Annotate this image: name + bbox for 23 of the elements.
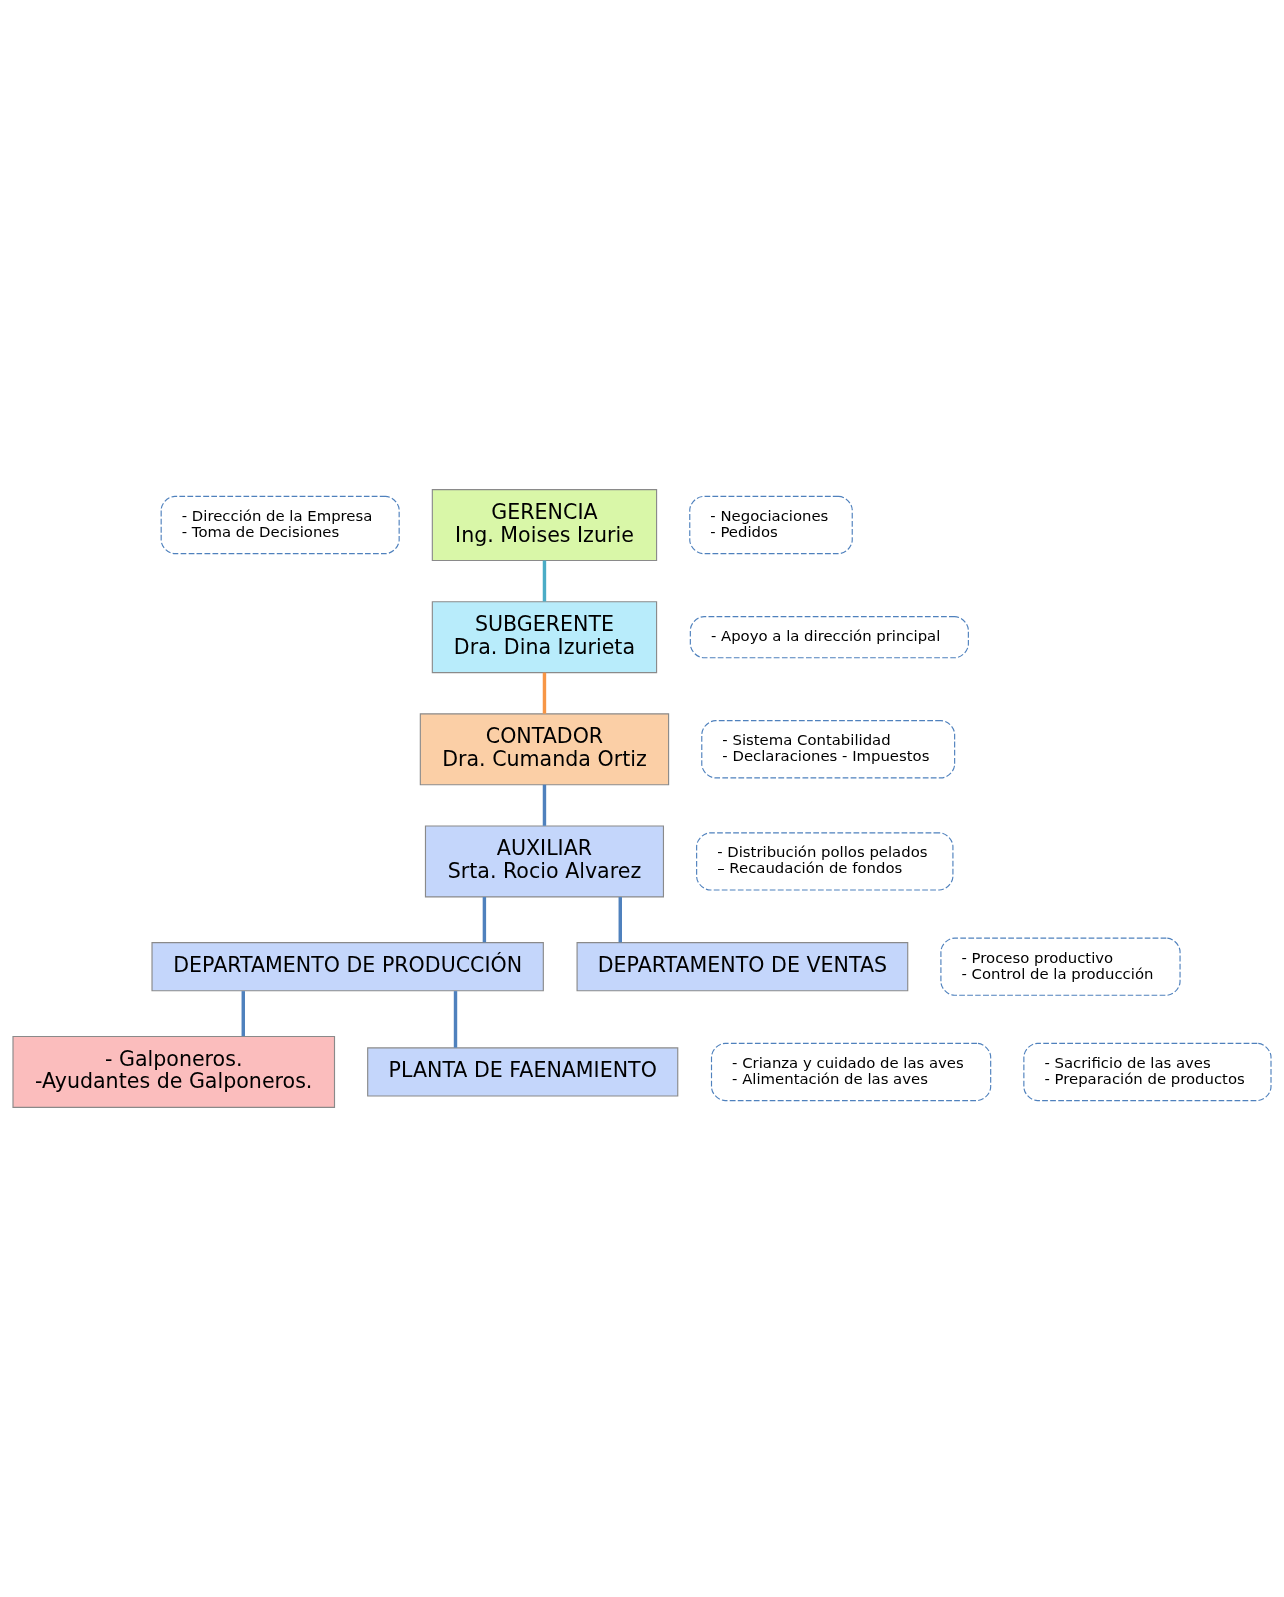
node-box: PLANTA DE FAENAMIENTO: [367, 1047, 679, 1097]
node-box: DEPARTAMENTO DE PRODUCCIÓN: [151, 942, 544, 992]
node-box: AUXILIAR Srta. Rocio Alvarez: [424, 825, 665, 898]
node-box: GERENCIA Ing. Moises Izurie: [431, 489, 658, 562]
node-box: - Proceso productivo - Control de la producción: [940, 937, 1181, 996]
connector: [241, 991, 245, 1037]
node-box: - Sistema Contabilidad - Declaraciones - Impuestos: [701, 720, 956, 779]
node-box: - Negociaciones - Pedidos: [689, 495, 853, 555]
connector: [542, 784, 547, 826]
node-box: - Dirección de la Empresa - Toma de Decisiones: [160, 495, 400, 555]
connector: [453, 991, 458, 1048]
node-box: SUBGERENTE Dra. Dina Izurieta: [431, 601, 658, 674]
node-box: DEPARTAMENTO DE VENTAS: [576, 942, 909, 992]
node-box: - Sacrificio de las aves - Preparación de productos: [1023, 1042, 1272, 1102]
connector: [482, 897, 487, 943]
node-box: CONTADOR Dra. Cumanda Ortiz: [419, 713, 670, 786]
node-box: - Galponeros. -Ayudantes de Galponeros.: [12, 1035, 336, 1108]
connector: [542, 672, 547, 714]
node-box: - Crianza y cuidado de las aves - Alimentación de las aves: [710, 1042, 992, 1102]
connector: [618, 897, 622, 943]
connector: [542, 560, 547, 602]
node-box: - Apoyo a la dirección principal: [689, 616, 969, 659]
node-box: - Distribución pollos pelados – Recaudación de fondos: [696, 832, 954, 891]
